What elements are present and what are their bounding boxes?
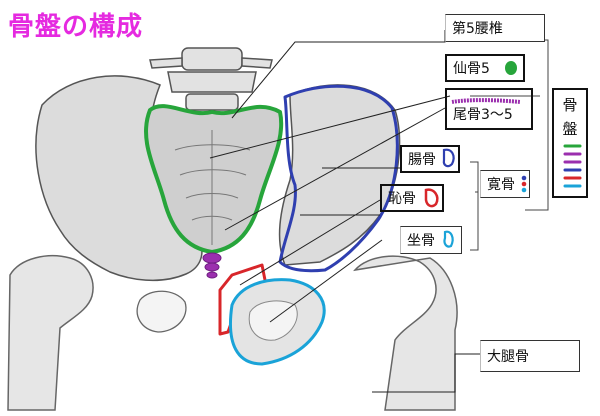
ischium-swatch <box>443 230 454 248</box>
femur-left <box>7 255 94 411</box>
hip-bone-swatches <box>521 175 527 193</box>
sacrum-swatch <box>505 61 517 75</box>
label-lumbar5-text: 第5腰椎 <box>452 21 503 37</box>
label-lumbar5: 第5腰椎 <box>445 14 545 42</box>
label-coccyx-text: 尾骨3～5 <box>453 107 513 123</box>
obturator-left <box>136 290 187 333</box>
lumbar-vertebra <box>149 47 273 111</box>
label-ilium: 腸骨 <box>400 145 460 173</box>
ilium-right <box>278 84 401 266</box>
femur-right <box>353 255 458 411</box>
ilium-left <box>35 75 203 282</box>
label-pubis: 恥骨 <box>380 184 444 212</box>
coccyx-swatch <box>451 98 521 104</box>
label-ilium-text: 腸骨 <box>408 152 436 168</box>
label-hip-bone: 寛骨 <box>480 170 530 198</box>
label-sacrum-text: 仙骨5 <box>453 61 490 77</box>
leader-lines <box>209 30 480 393</box>
label-pubis-text: 恥骨 <box>388 191 416 207</box>
pubis-swatch <box>424 188 439 208</box>
label-femur: 大腿骨 <box>480 340 580 372</box>
page-title: 骨盤の構成 <box>8 12 144 42</box>
label-coccyx: 尾骨3～5 <box>445 88 533 130</box>
label-femur-text: 大腿骨 <box>487 349 529 365</box>
label-ischium-text: 坐骨 <box>407 233 435 249</box>
label-hip-bone-text: 寛骨 <box>487 177 515 193</box>
ilium-outline <box>278 84 399 273</box>
label-pelvis-char1: 骨 <box>562 96 578 114</box>
label-ischium: 坐骨 <box>400 226 462 254</box>
label-pelvis: 骨 盤 <box>552 88 588 198</box>
ilium-swatch <box>442 148 455 168</box>
coccyx <box>202 252 222 279</box>
label-sacrum: 仙骨5 <box>445 54 525 82</box>
sacrum <box>144 104 284 254</box>
label-pelvis-char2: 盤 <box>562 120 578 138</box>
pelvis-swatches <box>563 144 582 188</box>
